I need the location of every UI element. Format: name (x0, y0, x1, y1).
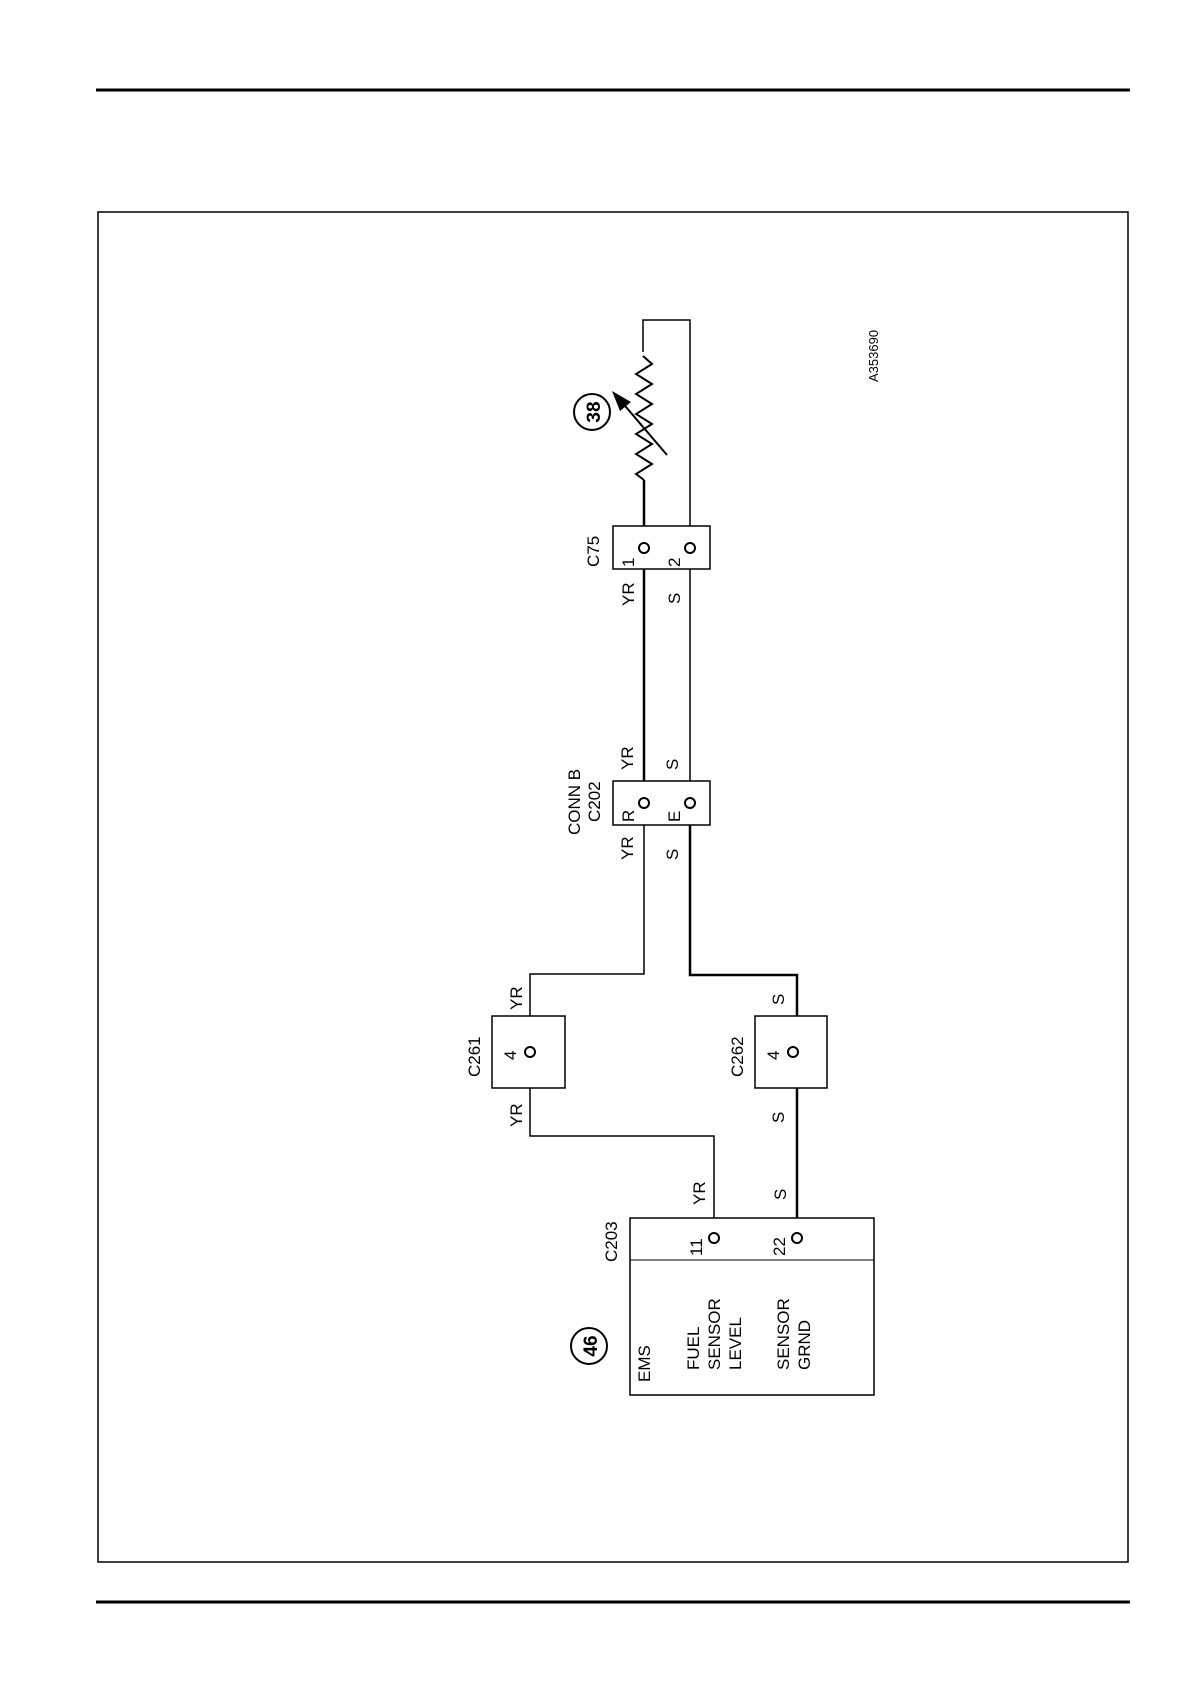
ems-pin-11-function-line3: LEVEL (726, 1317, 745, 1370)
c202-pin-e-label: E (665, 811, 684, 822)
ems-pin-22-number: 22 (770, 1237, 789, 1256)
c262-pin-terminal (788, 1047, 798, 1057)
c75-wire-2-color: S (665, 593, 684, 604)
c262-wire-out-color: S (769, 994, 788, 1005)
c261-pin-terminal (525, 1047, 535, 1057)
c75-label: C75 (584, 536, 603, 567)
c75-pin-2-terminal (685, 543, 695, 553)
fuel-level-sensor: 38 (574, 356, 667, 480)
ems-ref-number: 46 (581, 1335, 602, 1356)
ems-module: C203 EMS 11 22 FUEL SENSOR LEVEL SENSOR … (571, 1181, 874, 1395)
c261-wire-out-color: YR (507, 986, 526, 1010)
c261-label: C261 (465, 1036, 484, 1077)
c261-wire-in-color: YR (507, 1103, 526, 1127)
ems-box (630, 1218, 874, 1395)
ems-name: EMS (635, 1345, 654, 1382)
ems-pin-11-function-line1: FUEL (684, 1327, 703, 1370)
connector-c75: C75 1 2 YR S (584, 526, 710, 606)
diagram-frame (98, 212, 1128, 1562)
ems-pin-11-function-line2: SENSOR (705, 1298, 724, 1370)
ems-pin-22-wire-color: S (771, 1189, 790, 1200)
c202-pin-r-terminal (639, 798, 649, 808)
c202-label-line1: CONN B (565, 769, 584, 835)
connector-c261: C261 4 YR YR (465, 986, 565, 1127)
c262-pin-number: 4 (764, 1051, 783, 1060)
connector-c262: C262 4 S S (728, 994, 827, 1123)
c75-pin-2-number: 2 (665, 558, 684, 567)
c75-pin-1-terminal (639, 543, 649, 553)
connector-c202: CONN B C202 R E YR YR S S (565, 746, 710, 860)
drawing-number: A353690 (866, 330, 881, 382)
c202-pin-r-label: R (619, 810, 638, 822)
ems-pin-11-number: 11 (687, 1238, 706, 1256)
ems-pin-22-function-line2: GRND (795, 1320, 814, 1370)
c75-wire-1-color: YR (619, 582, 638, 606)
c202-yr-in-color: YR (618, 836, 637, 860)
c202-label-line2: C202 (585, 781, 604, 822)
sensor-ref-number: 38 (584, 401, 605, 422)
c262-label: C262 (728, 1036, 747, 1077)
ems-pin-11-wire-color: YR (690, 1181, 709, 1205)
c261-pin-number: 4 (501, 1051, 520, 1060)
ems-pin-22-terminal (792, 1233, 802, 1243)
wire-s (643, 320, 797, 1235)
c262-wire-in-color: S (769, 1112, 788, 1123)
ems-pin-22-function-line1: SENSOR (774, 1298, 793, 1370)
ems-connector-label: C203 (602, 1221, 621, 1262)
c202-yr-out-color: YR (618, 746, 637, 770)
variable-resistor-icon (636, 356, 652, 480)
c75-pin-1-number: 1 (619, 558, 638, 567)
c202-pin-e-terminal (685, 798, 695, 808)
c202-s-in-color: S (663, 849, 682, 860)
c202-s-out-color: S (663, 759, 682, 770)
ems-pin-11-terminal (709, 1233, 719, 1243)
